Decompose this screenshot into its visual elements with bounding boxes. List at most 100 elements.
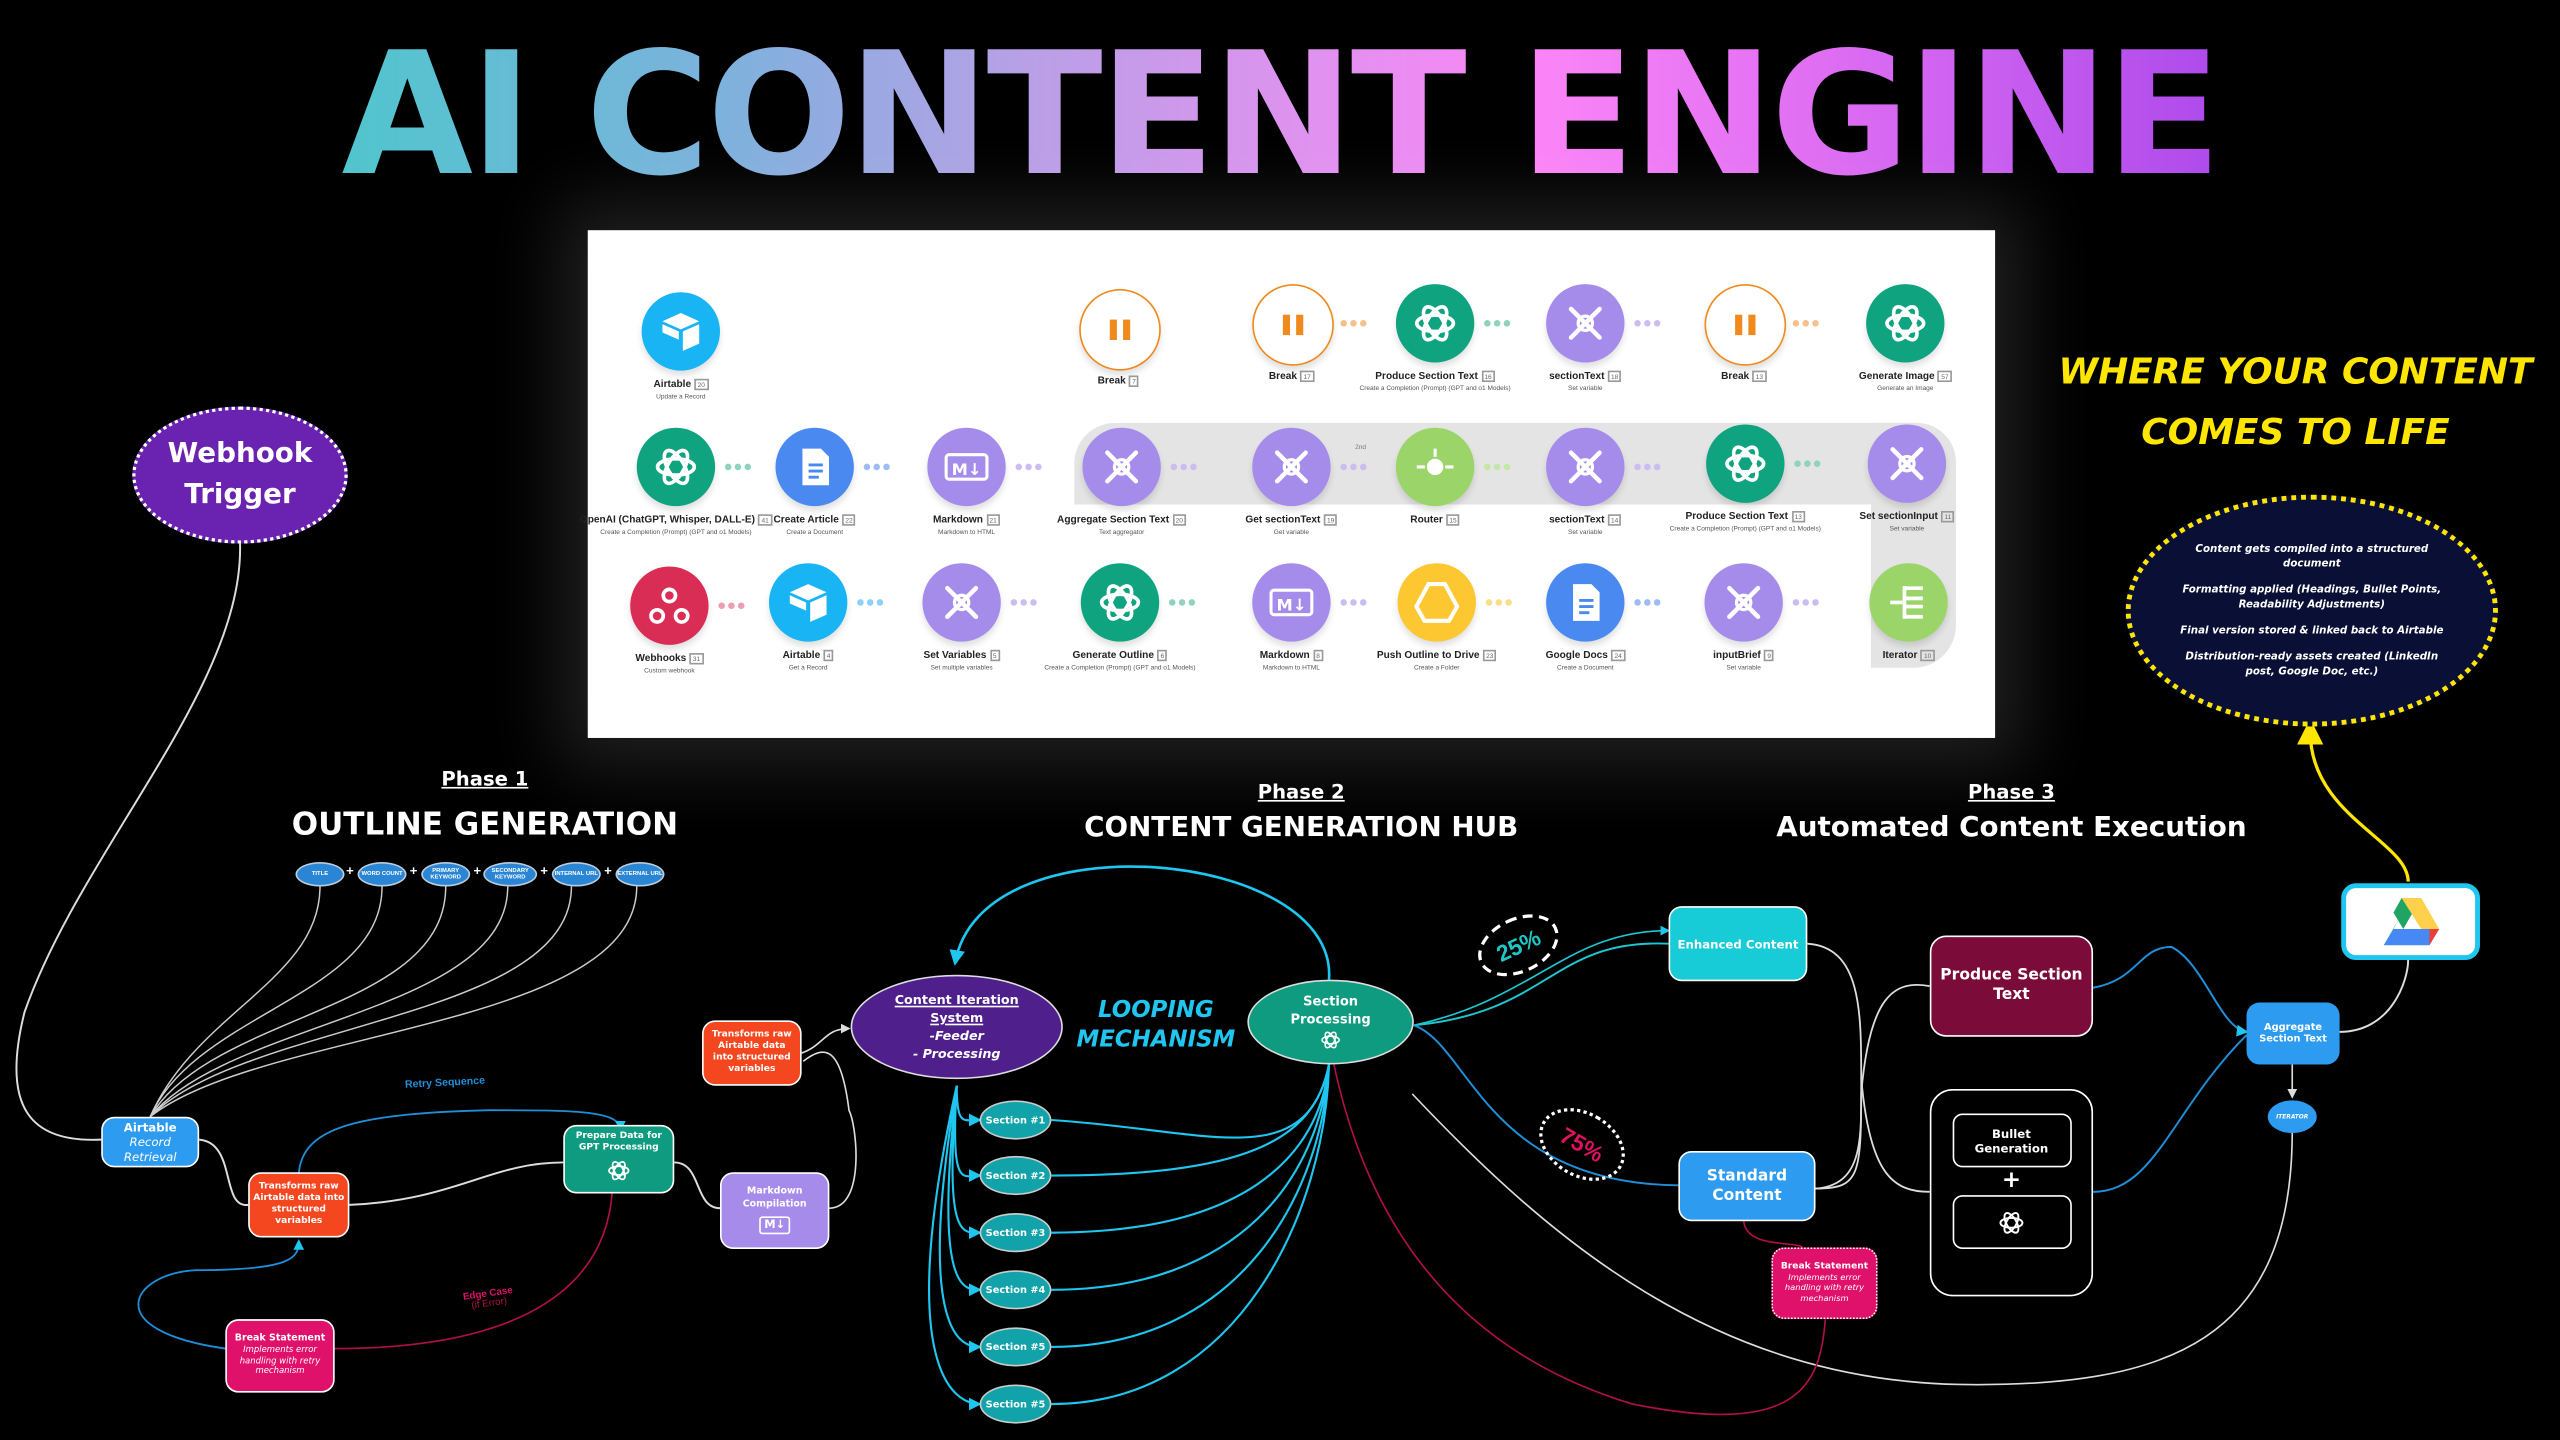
workflow-node-airtable-update[interactable]: [641, 292, 720, 371]
workflow-node-aggregate[interactable]: [1082, 427, 1161, 507]
break-desc: Implements error handling with retry mec…: [1784, 1273, 1865, 1304]
section-node-6: Section #5: [979, 1384, 1052, 1424]
break-title: Break Statement: [1780, 1261, 1869, 1272]
workflow-node-markdown-8[interactable]: M↓: [1252, 563, 1331, 642]
workflow-node-set-variables[interactable]: [922, 563, 1001, 642]
openai-icon: [1411, 299, 1460, 348]
workflow-node-break-7[interactable]: [1079, 288, 1161, 371]
markdown-icon: M↓: [942, 442, 991, 491]
workflow-node-break-13[interactable]: [1704, 284, 1787, 366]
prepare-gpt-node: Prepare Data for GPT Processing: [563, 1124, 675, 1194]
break-icon: [1269, 300, 1318, 349]
workflow-node-markdown-1[interactable]: M↓: [927, 427, 1006, 507]
router-route-label: 2nd: [1355, 442, 1367, 451]
bullet-line1: Bullet: [1991, 1125, 2031, 1141]
workflow-node-create-article[interactable]: [775, 427, 854, 507]
node-title: inputBrief: [1713, 649, 1761, 662]
section-node-3: Section #3: [979, 1213, 1052, 1253]
loop-band: [1074, 422, 1956, 505]
input-pill-secondary-keyword: SECONDARY KEYWORD: [483, 862, 538, 887]
node-index: 17: [1300, 370, 1315, 383]
node-subtitle: Custom webhook: [644, 666, 695, 675]
node-subtitle: Markdown to HTML: [938, 527, 996, 536]
node-index: 20: [1172, 514, 1187, 526]
output-item: Final version stored & linked back to Ai…: [2180, 625, 2444, 637]
iteration-line2: System: [930, 1010, 984, 1026]
node-subtitle: Create a Completion (Prompt) (GPT and o1…: [1359, 383, 1511, 392]
tools-icon: [937, 578, 986, 627]
connector-dots: [1015, 463, 1042, 471]
node-index: 20: [694, 378, 709, 391]
workflow-node-webhooks[interactable]: [630, 566, 709, 645]
node-index: 16: [1481, 370, 1495, 383]
node-title: Generate Image: [1858, 370, 1935, 383]
produce-section-text-node: Produce Section Text: [1929, 935, 2094, 1037]
workflow-node-google-docs[interactable]: [1546, 563, 1625, 642]
node-title: Break: [1097, 375, 1126, 387]
plus-sign: +: [409, 863, 418, 879]
workflow-node-push-outline[interactable]: [1397, 563, 1476, 642]
tools-icon: [1097, 442, 1146, 491]
node-title: Airtable: [653, 378, 692, 391]
prepare-text: Prepare Data for GPT Processing: [575, 1131, 662, 1153]
content-iteration-node: Content Iteration System -Feeder - Proce…: [850, 974, 1063, 1080]
node-index: 15: [1446, 514, 1460, 526]
workflow-node-input-brief[interactable]: [1704, 563, 1783, 642]
iteration-line1: Content Iteration: [894, 992, 1019, 1008]
workflow-node-produce-16[interactable]: [1395, 284, 1475, 363]
pct-standard: 75%: [1555, 1121, 1609, 1168]
iteration-line4: - Processing: [912, 1046, 1001, 1062]
workflow-node-sectiontext-14[interactable]: [1546, 427, 1625, 507]
input-pill-internal-url: INTERNAL URL: [551, 862, 601, 887]
section-processing-line1: Section: [1303, 994, 1359, 1009]
pct-enhanced: 25%: [1492, 923, 1545, 967]
output-summary-bubble: Content gets compiled into a structured …: [2125, 494, 2498, 727]
node-index: 11: [1941, 511, 1955, 523]
workflow-node-router[interactable]: [1395, 427, 1475, 507]
workflow-node-get-section[interactable]: [1252, 427, 1331, 507]
connector-dots: [718, 602, 745, 609]
workflow-node-generate-outline[interactable]: [1080, 563, 1160, 642]
wire-inputs: [149, 886, 638, 1118]
node-index: 18: [1607, 370, 1622, 383]
connector-dots: [1010, 599, 1037, 606]
workflow-node-airtable-get[interactable]: [768, 563, 848, 642]
workflow-node-break-17[interactable]: [1252, 284, 1334, 366]
openai-generation-node: [1951, 1195, 2072, 1249]
page-title: AI CONTENT ENGINE: [0, 16, 2560, 212]
workflow-node-set-section-input[interactable]: [1867, 424, 1947, 503]
connector-dots: [724, 463, 752, 471]
workflow-node-iterator[interactable]: [1869, 563, 1948, 642]
tools-icon: [1719, 578, 1768, 627]
google-drive-icon: [2382, 897, 2439, 945]
section-node-2: Section #2: [979, 1155, 1052, 1196]
node-subtitle: Set variable: [1568, 383, 1603, 392]
connector-dots: [1792, 319, 1819, 327]
bullet-generation-node: Bullet Generation: [1951, 1113, 2072, 1168]
node-title: Webhooks: [635, 653, 687, 665]
node-index: 4: [823, 649, 834, 662]
workflow-node-produce-13[interactable]: [1706, 424, 1785, 503]
svg-text:M↓: M↓: [952, 460, 982, 479]
node-title: Markdown: [933, 514, 983, 526]
airtable-icon: [784, 578, 833, 627]
workflow-node-sectiontext-18[interactable]: [1546, 284, 1625, 363]
workflow-node-openai-1[interactable]: [636, 427, 716, 507]
webhook-line2: Trigger: [184, 478, 296, 512]
tools-icon: [1561, 442, 1610, 491]
workflow-node-generate-image[interactable]: [1866, 284, 1945, 363]
transform-node: Transforms raw Airtable data into struct…: [248, 1172, 350, 1238]
plus-sign: +: [346, 863, 354, 879]
section-processing-line2: Processing: [1290, 1012, 1371, 1027]
